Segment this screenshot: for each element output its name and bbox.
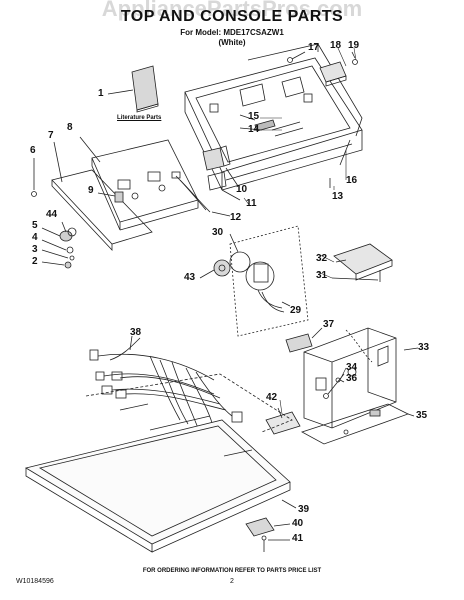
color-line: (White) — [218, 38, 246, 47]
callout-1: 1 — [98, 88, 104, 99]
callout-33: 33 — [418, 342, 430, 353]
main-wiring-harness — [89, 335, 243, 431]
callout-43: 43 — [184, 272, 196, 283]
callout-19: 19 — [348, 40, 360, 51]
watermark: AppliancePartsPros.com — [101, 0, 363, 21]
literature-parts-label: Literature Parts — [117, 115, 162, 121]
callout-36: 36 — [346, 373, 358, 384]
knob-assembly — [41, 221, 77, 269]
model-line: For Model: MDE17CSAZW1 — [180, 28, 284, 37]
ordering-note: FOR ORDERING INFORMATION REFER TO PARTS … — [142, 568, 322, 574]
callout-32: 32 — [316, 253, 328, 264]
page-title: TOP AND CONSOLE PARTS — [120, 8, 344, 25]
callout-7: 7 — [48, 130, 54, 141]
mounting-bracket — [331, 243, 393, 282]
front-bulkhead-housing — [303, 327, 419, 429]
drive-motor-assembly — [199, 225, 309, 337]
callout-18: 18 — [330, 40, 342, 51]
console-small-parts — [239, 114, 263, 131]
callout-30: 30 — [212, 227, 224, 238]
console-harness — [171, 171, 231, 217]
callout-9: 9 — [88, 185, 94, 196]
callout-35: 35 — [416, 410, 428, 421]
screw-6 — [31, 158, 37, 197]
mounting-clip — [285, 327, 323, 353]
literature-booklet — [107, 65, 159, 113]
callout-38: 38 — [130, 327, 142, 338]
console-overlay — [51, 141, 153, 252]
hinge-screw — [261, 535, 290, 552]
callout-2: 2 — [32, 256, 38, 267]
callout-8: 8 — [67, 122, 73, 133]
callout-12: 12 — [230, 212, 242, 223]
callout-37: 37 — [323, 319, 335, 330]
console-strip — [265, 407, 301, 435]
document-number: W10184596 — [16, 578, 54, 585]
callout-16: 16 — [346, 175, 358, 186]
callout-14: 14 — [248, 124, 260, 135]
callout-4: 4 — [32, 232, 38, 243]
push-switch — [97, 191, 124, 203]
selector-switch — [207, 171, 241, 201]
console-front-panel — [79, 136, 199, 231]
callout-leaders — [243, 47, 357, 415]
page-number: 2 — [230, 578, 234, 585]
callout-15: 15 — [248, 111, 260, 122]
callout-10: 10 — [236, 184, 248, 195]
console-back-panel — [184, 57, 363, 191]
callout-42: 42 — [266, 392, 278, 403]
callout-41: 41 — [292, 533, 304, 544]
top-screws — [287, 51, 358, 65]
hinge-bracket — [245, 517, 291, 537]
callout-29: 29 — [290, 305, 302, 316]
callout-34: 34 — [346, 362, 358, 373]
console-bracket — [319, 61, 347, 87]
callout-11: 11 — [246, 198, 257, 209]
callout-40: 40 — [292, 518, 304, 529]
callout-31: 31 — [316, 270, 328, 281]
callout-39: 39 — [298, 504, 310, 515]
timer — [202, 145, 239, 187]
callout-44: 44 — [46, 209, 58, 220]
cover-plate — [300, 403, 415, 445]
callout-3: 3 — [32, 244, 38, 255]
callout-6: 6 — [30, 145, 36, 156]
callout-5: 5 — [32, 220, 38, 231]
callout-13: 13 — [332, 191, 344, 202]
top-panel — [24, 373, 297, 553]
callout-17: 17 — [308, 42, 320, 53]
